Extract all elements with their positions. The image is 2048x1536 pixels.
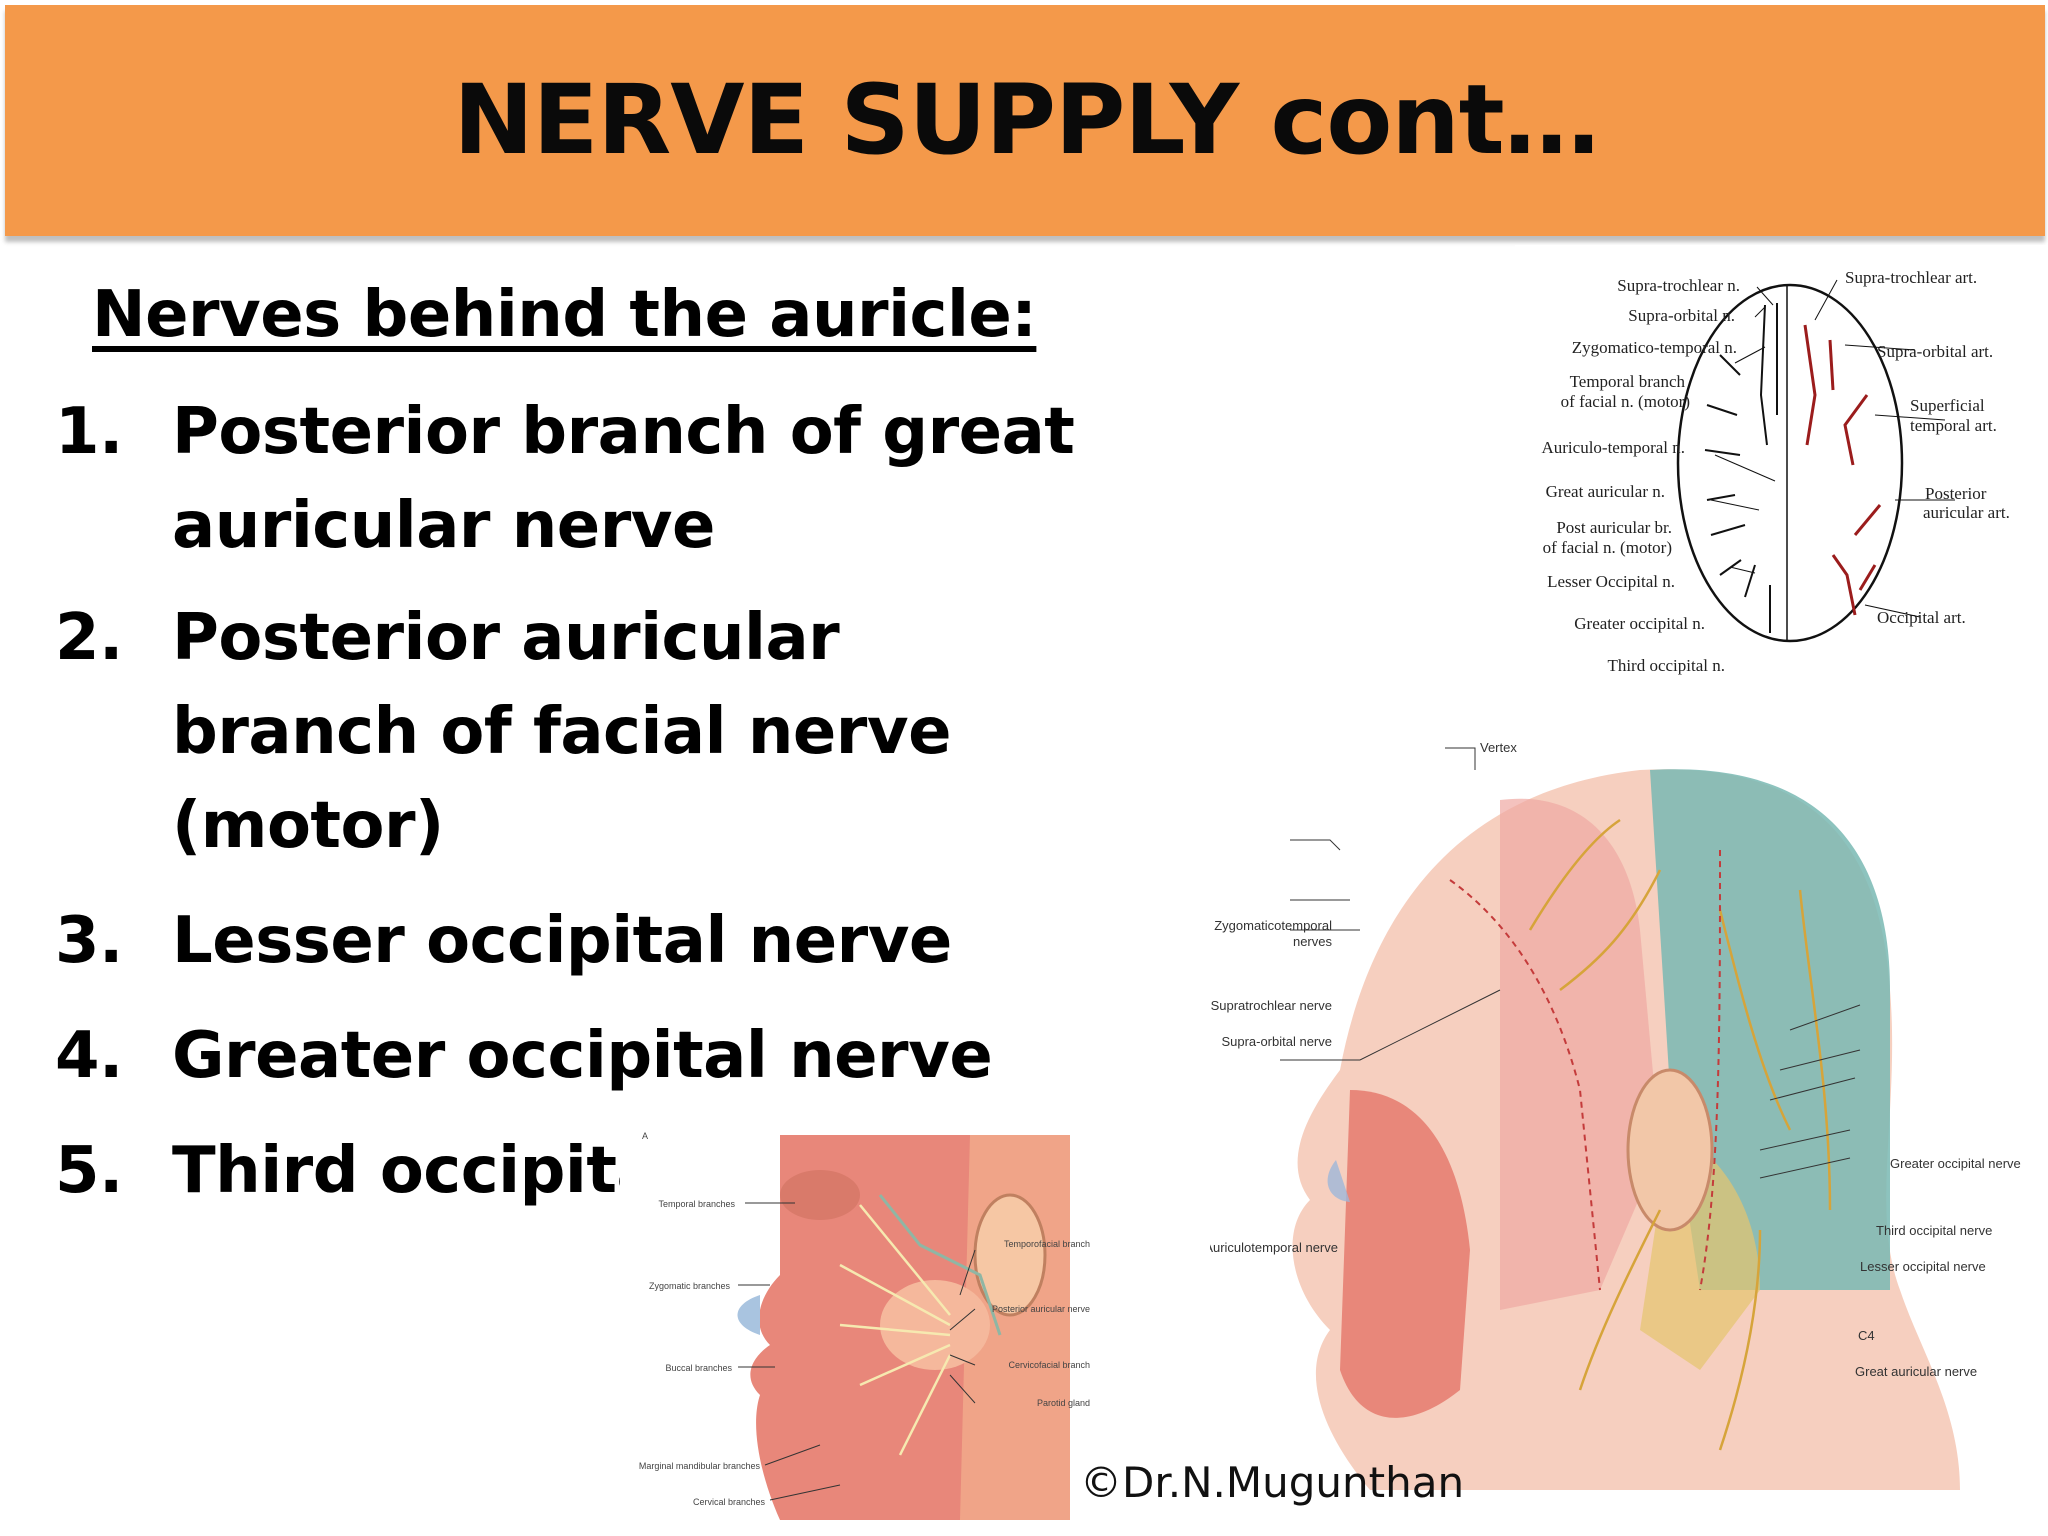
item-text: Posterior auricular branch of facial ner…: [172, 601, 951, 863]
face-diagram-label: Parotid gland: [1037, 1398, 1090, 1408]
head-diagram-label: Great auricular nerve: [1855, 1364, 1977, 1379]
head-diagram-label: Zygomaticotemporal: [1214, 918, 1332, 933]
item-number: 3.: [55, 904, 123, 978]
top-diagram-left-label: Greater occipital n.: [1574, 614, 1705, 633]
head-diagram-label: Auriculotemporal nerve: [1204, 1240, 1338, 1255]
head-diagram-label: nerves: [1293, 934, 1333, 949]
face-diagram-label: Temporal branches: [658, 1199, 735, 1209]
top-diagram-left-label: Third occipital n.: [1607, 656, 1725, 675]
top-diagram-right-label: temporal art.: [1910, 416, 1997, 435]
top-diagram-right-label: Posterior: [1925, 484, 1987, 503]
top-diagram-left-label: Lesser Occipital n.: [1547, 572, 1675, 591]
head-diagram-label: Supratrochlear nerve: [1211, 998, 1332, 1013]
head-diagram-label: Third occipital nerve: [1876, 1223, 1992, 1238]
top-diagram-left-label: Temporal branch: [1570, 372, 1686, 391]
head-diagram-label: C4: [1858, 1328, 1875, 1343]
item-text: Lesser occipital nerve: [172, 904, 952, 978]
top-diagram-left-label: Auriculo-temporal n.: [1541, 438, 1685, 457]
section-heading: Nerves behind the auricle:: [92, 278, 1037, 352]
item-text: Greater occipital nerve: [172, 1019, 993, 1093]
list-item: 4. Greater occipital nerve: [55, 1009, 1092, 1103]
top-diagram-left-label: of facial n. (motor): [1543, 538, 1672, 557]
nerve-list: 1. Posterior branch of great auricular ne…: [55, 385, 1092, 1218]
head-diagram-label: Lesser occipital nerve: [1860, 1259, 1986, 1274]
slide-title: NERVE SUPPLY cont…: [453, 63, 1599, 176]
scalp-nerve-artery-diagram: Supra-trochlear n. Supra-orbital n. Zygoma…: [1515, 245, 2048, 685]
top-diagram-right-label: Supra-orbital art.: [1877, 342, 1993, 361]
item-number: 5.: [55, 1134, 123, 1208]
face-diagram-label: Cervicofacial branch: [1008, 1360, 1090, 1370]
top-diagram-left-label: Supra-trochlear n.: [1617, 276, 1740, 295]
top-diagram-left-label: Post auricular br.: [1556, 518, 1672, 537]
face-diagram-label: A: [642, 1131, 648, 1141]
list-item: 3. Lesser occipital nerve: [55, 894, 1092, 988]
list-item: 2. Posterior auricular branch of facial n…: [55, 591, 1092, 873]
item-number: 2.: [55, 601, 123, 675]
item-number: 4.: [55, 1019, 123, 1093]
top-diagram-right-label: Superficial: [1910, 396, 1985, 415]
item-text: Posterior branch of great auricular nerv…: [172, 395, 1075, 563]
face-diagram-label: Posterior auricular nerve: [992, 1304, 1090, 1314]
top-diagram-right-label: auricular art.: [1923, 503, 2010, 522]
copyright-text: ©Dr.N.Mugunthan: [1080, 1458, 1465, 1507]
face-diagram-label: Temporofacial branch: [1004, 1239, 1090, 1249]
head-diagram-label: Supra-orbital nerve: [1221, 1034, 1332, 1049]
top-diagram-left-label: Zygomatico-temporal n.: [1572, 338, 1737, 357]
item-number: 1.: [55, 395, 123, 469]
top-diagram-right-label: Supra-trochlear art.: [1845, 268, 1977, 287]
face-diagram-label: Marginal mandibular branches: [639, 1461, 761, 1471]
title-banner: NERVE SUPPLY cont…: [5, 5, 2045, 236]
face-diagram-label: Zygomatic branches: [649, 1281, 731, 1291]
top-diagram-left-label: Great auricular n.: [1546, 482, 1665, 501]
head-diagram-label: Greater occipital nerve: [1890, 1156, 2021, 1171]
list-item: 1. Posterior branch of great auricular ne…: [55, 385, 1092, 573]
face-diagram-label: Buccal branches: [665, 1363, 732, 1373]
face-diagram-label: Cervical branches: [693, 1497, 766, 1507]
top-diagram-left-label: Supra-orbital n.: [1628, 306, 1735, 325]
head-lateral-nerve-diagram: VertexZygomaticotemporalnervesSupratroch…: [1204, 740, 2021, 1490]
top-diagram-left-label: of facial n. (motor): [1561, 392, 1690, 411]
head-diagram-label: Vertex: [1480, 740, 1517, 755]
